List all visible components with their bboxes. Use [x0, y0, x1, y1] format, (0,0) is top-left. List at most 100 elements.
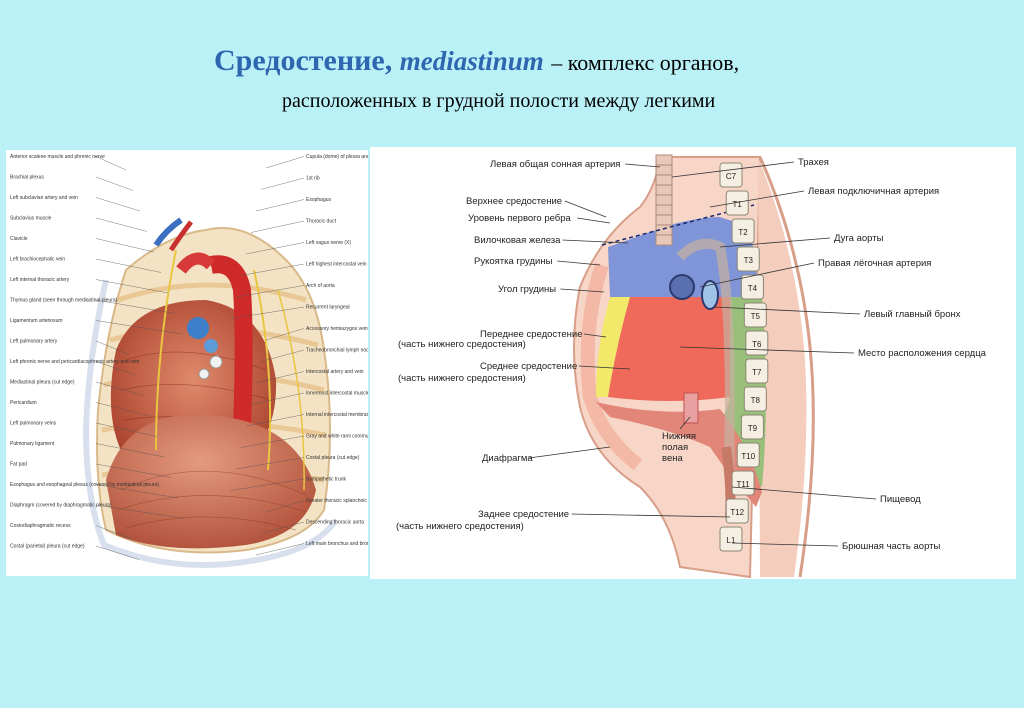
left-fig-label-left: Left internal thoracic artery: [10, 277, 70, 283]
leader-line: [577, 217, 611, 224]
leader-line: [95, 238, 155, 253]
right-fig-label-left: Верхнее средостение: [466, 196, 562, 207]
vertebra-label: L1: [727, 536, 736, 545]
leader-line: [562, 239, 629, 244]
left-fig-label-left: Ligamentum arteriosum: [10, 318, 63, 324]
left-fig-label-right: Internal intercostal membrane external i…: [306, 412, 368, 418]
left-fig-label-left: Pericardium: [10, 400, 37, 406]
left-fig-label-left: Left subclavian artery and vein: [10, 195, 78, 201]
leader-line: [95, 340, 130, 355]
leader-line: [95, 484, 179, 499]
left-fig-label-right: Accessory hemiazygos vein: [306, 326, 368, 332]
leader-line: [260, 177, 305, 190]
left-fig-label-left: Thymus gland (seen through mediastinal p…: [10, 298, 118, 304]
right-fig-label-left: Переднее средостение: [480, 329, 583, 340]
left-fig-label-left: Pulmonary ligament: [10, 441, 55, 447]
right-fig-label-left: Диафрагма: [482, 453, 533, 464]
title-latin: mediastinum: [399, 46, 544, 76]
left-fig-label-left: Subclavius muscle: [10, 216, 52, 222]
leader-line: [709, 190, 805, 208]
leader-line: [95, 381, 144, 396]
trachea-rings: [655, 154, 673, 246]
leader-line: [230, 306, 305, 319]
vertebra: [731, 470, 755, 496]
vertebra: [743, 386, 767, 412]
leader-line: [255, 371, 305, 384]
leader-line: [95, 422, 158, 437]
vertebra: [731, 218, 755, 244]
leader-line: [95, 279, 169, 294]
leader-line: [245, 414, 305, 427]
leader-line: [255, 543, 305, 556]
left-fig-label-right: Left main bronchus and bronchial: [306, 541, 368, 547]
vertebra: [719, 526, 743, 552]
right-fig-label-right: Брюшная часть аорты: [842, 541, 940, 552]
right-fig-label-right: Место расположения сердца: [858, 348, 987, 359]
left-fig-label-right: Intercostal artery and vein: [306, 369, 364, 375]
leader-line: [95, 545, 140, 560]
left-fig-label-left: Clavicle: [10, 236, 28, 242]
leader-line: [679, 346, 855, 354]
left-fig-label-right: Recurrent laryngeal: [306, 305, 350, 311]
vertebra-label: C7: [726, 172, 737, 181]
leader-line: [625, 163, 661, 168]
leader-line: [240, 435, 305, 448]
leader-line: [95, 443, 165, 458]
left-fig-label-left: Fat pad: [10, 462, 27, 468]
left-fig-label-right: Arch of aorta: [306, 283, 335, 289]
right-fig-label-left: (часть нижнего средостения): [398, 373, 526, 384]
leader-line: [699, 262, 815, 288]
leader-line: [679, 416, 691, 430]
left-fig-label-right: Thoracic duct: [306, 219, 337, 225]
leader-line: [731, 486, 877, 500]
left-fig-label-right: Esophagus: [306, 197, 332, 203]
right-fig-label-right: Правая лёгочная артерия: [818, 258, 931, 269]
left-fig-label-right: Cupula (dome) of pleura and suprapleural…: [306, 154, 368, 160]
vertebra-label: T12: [730, 508, 744, 517]
left-fig-label-right: Greater thoracic splanchnic: [306, 498, 367, 504]
right-fig-label-right: Пищевод: [880, 494, 921, 505]
leader-line: [230, 478, 305, 491]
leader-line: [95, 504, 186, 519]
leader-line: [571, 513, 731, 518]
left-fig-label-right: 1st rib: [306, 176, 320, 182]
leader-line: [95, 402, 151, 417]
left-anatomy-drawing: Anterior scalene muscle and phrenic nerv…: [10, 154, 368, 568]
left-fig-label-right: Sympathetic trunk: [306, 477, 347, 483]
vertebra-label: T6: [752, 340, 762, 349]
left-fig-label-left: Brachial plexus: [10, 175, 44, 181]
vertebra-label: T9: [748, 424, 758, 433]
right-fig-label-left: Заднее средостение: [478, 509, 569, 520]
left-fig-label-left: Left pulmonary artery: [10, 339, 58, 345]
vertebra-label: T10: [741, 452, 755, 461]
right-fig-label-right: Левая подключичная артерия: [808, 186, 939, 197]
vertebra-label: T5: [751, 312, 761, 321]
leader-line: [564, 200, 607, 218]
leader-line: [578, 365, 631, 370]
leader-line: [95, 320, 183, 335]
left-fig-label-left: Diaphragm (covered by diaphragmatic pleu…: [10, 503, 112, 509]
leader-line: [95, 197, 141, 212]
leader-line: [528, 446, 611, 459]
leader-line: [235, 457, 305, 470]
leader-line: [245, 242, 305, 255]
title-rest: – комплекс органов,: [551, 50, 740, 75]
left-fig-label-right: Innermost intercostal muscle: [306, 391, 368, 397]
vertebra-label: T4: [748, 284, 758, 293]
left-fig-label-left: Costal (parietal) pleura (cut edge): [10, 544, 85, 550]
leader-line: [713, 306, 861, 315]
left-fig-label-left: Mediastinal pleura (cut edge): [10, 380, 75, 386]
right-fig-label-left: Левая общая сонная артерия: [490, 159, 620, 170]
right-fig-label-right: Дуга аорты: [834, 233, 884, 244]
slide-title: Средостение, mediastinum – комплекс орга…: [214, 44, 739, 78]
vertebra: [740, 414, 764, 440]
leader-line: [255, 199, 305, 212]
leader-line: [671, 161, 795, 178]
left-fig-label-right: Descending thoracic aorta: [306, 520, 364, 526]
vertebra: [736, 246, 760, 272]
left-fig-label-right: Costal pleura (cut edge): [306, 455, 360, 461]
leader-line: [95, 525, 133, 540]
leader-line: [265, 500, 305, 513]
